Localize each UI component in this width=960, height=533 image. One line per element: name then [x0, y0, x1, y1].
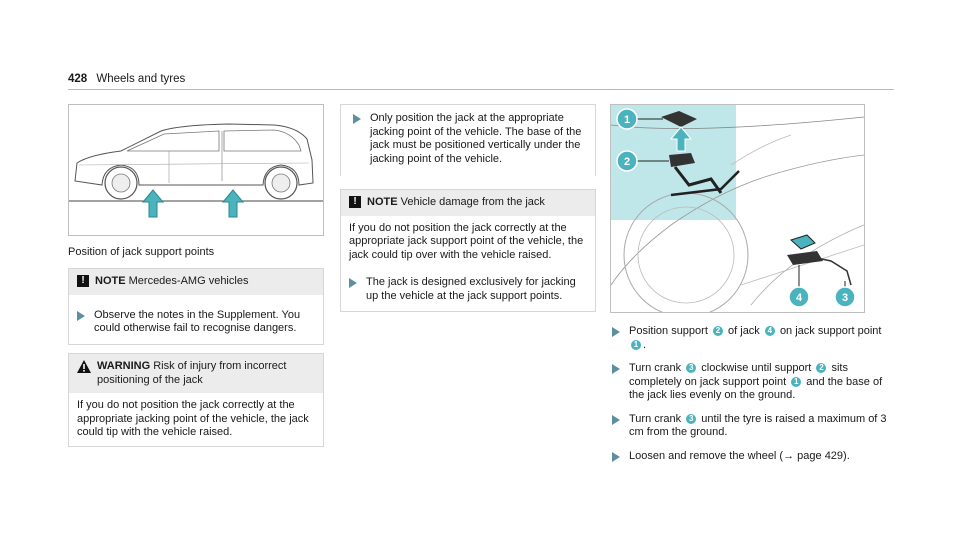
section-title: Wheels and tyres [96, 73, 186, 85]
step-text: on jack support point [779, 325, 882, 337]
note-amg-header: ! NOTE Mercedes-AMG vehicles [69, 269, 323, 295]
header-rule [68, 89, 894, 90]
callout-2-icon: 2 [616, 150, 669, 172]
callout-badge: 3 [686, 413, 697, 424]
step-arrow-icon [77, 310, 85, 321]
callout-badge: 4 [764, 326, 775, 336]
step-arrow-icon [612, 414, 620, 425]
step-text: until the tyre is raised a maximum of 3 … [629, 412, 887, 439]
step-text: Only position the jack at the appropriat… [370, 112, 582, 165]
instruction-box: Only position the jack at the appropriat… [340, 104, 596, 176]
note-tag: NOTE [95, 275, 126, 287]
callout-badge: 3 [686, 363, 697, 373]
warning-box: WARNING Risk of injury from incorrect po… [68, 353, 324, 447]
step-text: of jack [728, 325, 760, 337]
note-title: Vehicle damage from the jack [400, 196, 545, 208]
note-damage-body: If you do not position the jack correctl… [349, 221, 584, 261]
step-arrow-icon [612, 327, 620, 337]
callout-4-icon: 4 [788, 265, 810, 308]
step-text: Turn crank [629, 412, 682, 425]
callout-2-label: 2 [624, 156, 630, 168]
step-text: and the base of the jack lies evenly on … [629, 375, 883, 402]
note-damage-header: ! NOTE Vehicle damage from the jack [341, 190, 595, 216]
step-arrow-icon [612, 451, 620, 462]
step-text: clockwise until support [701, 362, 812, 374]
jack-design-step: The jack is designed exclusively for jac… [349, 276, 587, 303]
car-jack-points-figure [68, 104, 324, 236]
step-arrow-icon [349, 278, 357, 288]
warning-body: If you do not position the jack correctl… [77, 399, 309, 438]
callout-badge: 1 [631, 339, 641, 350]
jack-illustration: 1 2 4 3 [611, 105, 864, 312]
step-arrow-icon [353, 114, 361, 124]
warning-triangle-icon [77, 360, 91, 373]
callout-3-icon: 3 [834, 281, 856, 308]
step-text: Loosen and remove the wheel ( [629, 449, 784, 462]
warning-tag: WARNING [97, 360, 151, 372]
warning-header: WARNING Risk of injury from incorrect po… [69, 354, 323, 393]
callout-badge: 2 [816, 363, 827, 373]
callout-1-icon: 1 [616, 108, 663, 130]
notice-icon: ! [77, 275, 89, 287]
note-amg-step: Observe the notes in the Supplement. You… [77, 309, 315, 336]
page-reference-link[interactable]: → page 429 [783, 449, 844, 462]
page-header: 428 Wheels and tyres [68, 73, 185, 85]
step-text: sits completely on jack support point [629, 362, 848, 388]
note-damage-box: ! NOTE Vehicle damage from the jack If y… [340, 189, 596, 312]
step-remove-wheel: Loosen and remove the wheel (→ page 429)… [612, 450, 894, 464]
warning-title: Risk of injury from incorrect positionin… [97, 360, 287, 386]
step-position-support: Position support 2 of jack 4 on jack sup… [612, 325, 894, 352]
position-jack-step: Only position the jack at the appropriat… [353, 112, 587, 166]
step-arrow-icon [612, 364, 620, 374]
step-text: Position support [629, 325, 708, 337]
callout-badge: 2 [712, 326, 723, 336]
note-title: Mercedes-AMG vehicles [128, 275, 249, 287]
callout-3-label: 3 [842, 292, 848, 304]
step-text: . [643, 338, 647, 351]
step-raise-tyre: Turn crank 3 until the tyre is raised a … [612, 413, 894, 440]
car-illustration [69, 123, 323, 218]
jack-detail-figure: 1 2 4 3 [610, 104, 865, 313]
figure-caption: Position of jack support points [68, 246, 215, 258]
note-tag: NOTE [367, 196, 398, 208]
callout-4-label: 4 [796, 292, 803, 304]
note-amg-box: ! NOTE Mercedes-AMG vehicles Observe the… [68, 268, 324, 345]
step-text: Observe the notes in the Supplement. You… [94, 308, 301, 335]
step-text: Turn crank [629, 362, 682, 374]
notice-icon: ! [349, 196, 361, 208]
step-text: ). [843, 449, 850, 462]
callout-badge: 1 [791, 376, 802, 387]
procedure-steps: Position support 2 of jack 4 on jack sup… [612, 325, 894, 473]
callout-1-label: 1 [624, 114, 630, 126]
step-text: The jack is designed exclusively for jac… [366, 276, 576, 302]
step-turn-crank-clockwise: Turn crank 3 clockwise until support 2 s… [612, 362, 894, 403]
page-number: 428 [68, 73, 88, 85]
